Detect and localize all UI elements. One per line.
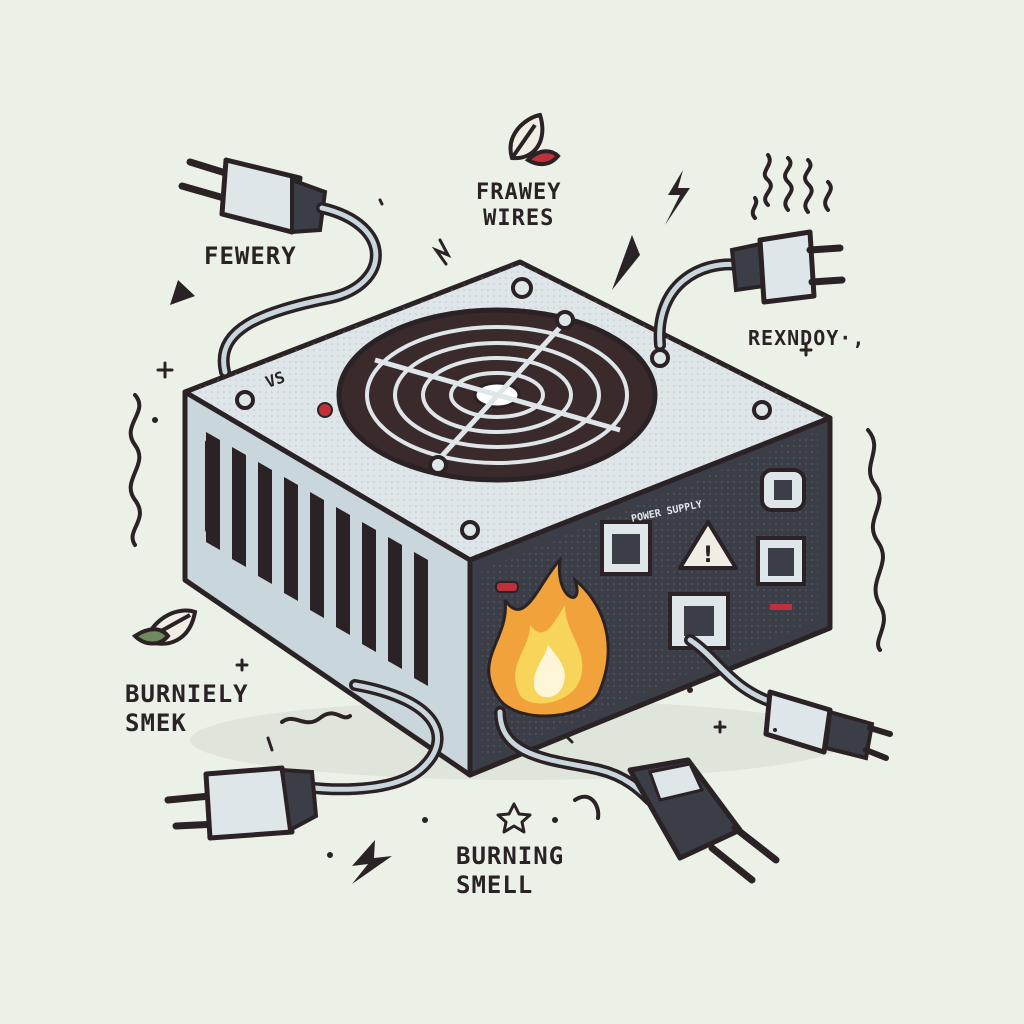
leaf-icon <box>131 608 198 646</box>
status-led <box>317 402 333 418</box>
heat-waves-icon <box>750 153 833 220</box>
case-screws <box>235 277 772 540</box>
power-switch <box>600 520 652 576</box>
label-frawey-wires: FRAWEY WIRES <box>476 180 562 232</box>
lightning-icon <box>170 170 690 884</box>
plug-icon <box>178 157 328 235</box>
dots <box>152 417 777 858</box>
plug-icon <box>627 757 780 884</box>
power-socket <box>756 536 806 586</box>
vent-slots <box>206 432 428 686</box>
plug-icon <box>763 689 893 761</box>
voltage-selector <box>760 468 806 512</box>
star-icon <box>496 802 532 834</box>
label-burning-smell: BURNING SMELL <box>456 842 565 899</box>
label-burniely-smek: BURNIELY SMEK <box>125 680 249 737</box>
fan-icon <box>336 307 658 483</box>
svg-text:!: ! <box>703 543 713 568</box>
leaf-icon <box>508 112 561 167</box>
cable-top-right <box>653 258 746 351</box>
warning-icon: ! <box>678 520 738 570</box>
sparkle-icon <box>156 198 813 752</box>
label-fewery: FEWERY <box>204 242 297 270</box>
squiggle-lines <box>128 393 886 820</box>
indicator-light <box>770 604 792 610</box>
cable-port <box>668 592 730 650</box>
plug-icon <box>729 229 846 305</box>
label-rexndoy: REXNDOY·, <box>748 326 866 350</box>
flame-icon <box>487 555 610 718</box>
front-led <box>495 581 519 593</box>
plug-icon <box>164 765 319 841</box>
